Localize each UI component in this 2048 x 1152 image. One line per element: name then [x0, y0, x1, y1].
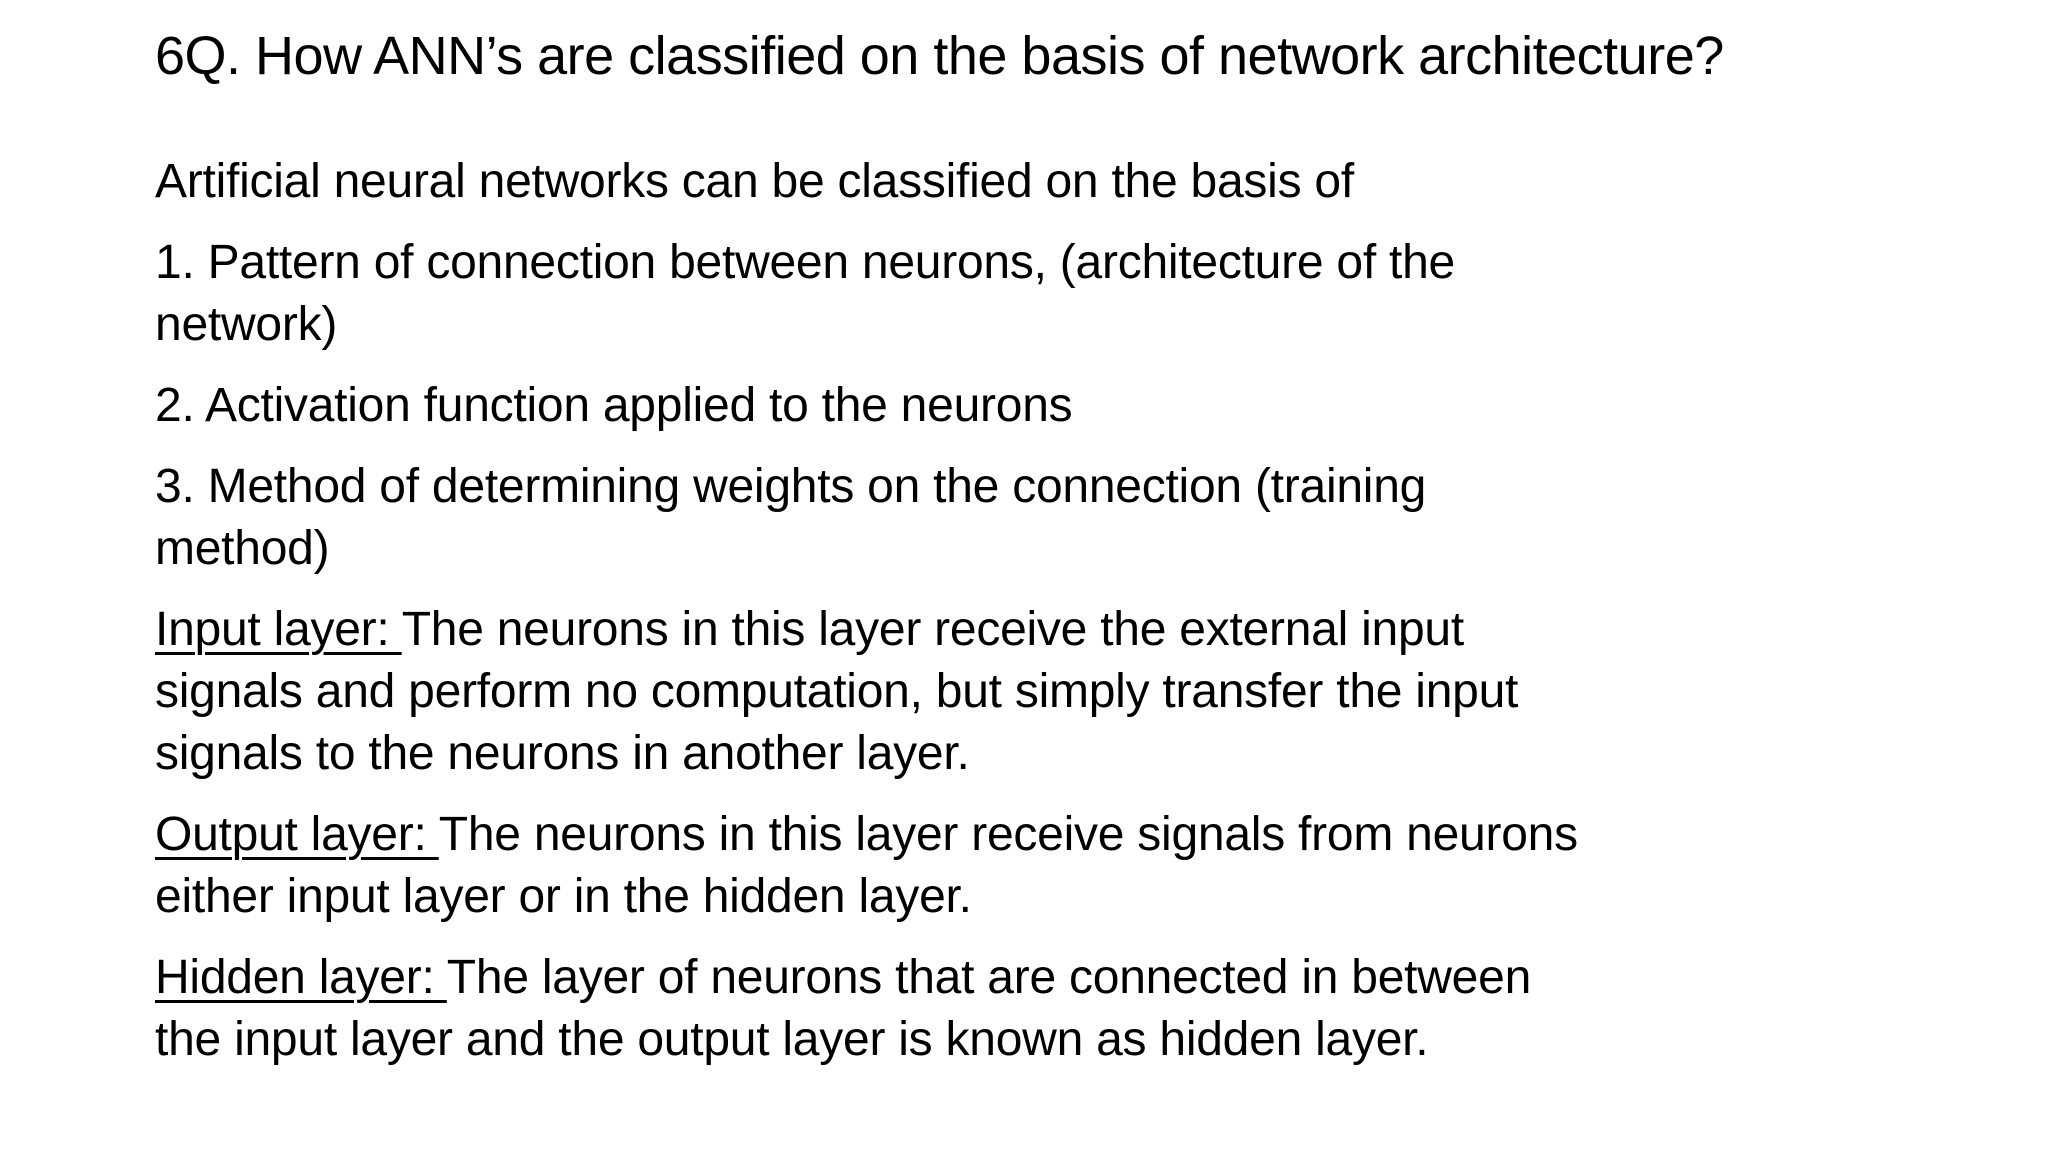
slide-title: 6Q. How ANN’s are classified on the basi… [155, 26, 1724, 86]
paragraph-lead: Output layer: [155, 807, 439, 861]
paragraph-text: The neurons in this layer receive the ex… [155, 602, 1519, 780]
paragraph-text: Artificial neural networks can be classi… [155, 154, 1354, 208]
paragraph-text: 1. Pattern of connection between neurons… [155, 235, 1455, 351]
paragraph-text: The neurons in this layer receive signal… [155, 807, 1578, 923]
list-item-2: 2. Activation function applied to the ne… [155, 375, 1908, 437]
list-item-1: 1. Pattern of connection between neurons… [155, 232, 1908, 356]
paragraph-text: 2. Activation function applied to the ne… [155, 378, 1073, 432]
output-layer-paragraph: Output layer: The neurons in this layer … [155, 804, 1908, 928]
slide-body: Artificial neural networks can be classi… [155, 151, 1908, 1071]
input-layer-paragraph: Input layer: The neurons in this layer r… [155, 599, 1908, 785]
list-item-3: 3. Method of determining weights on the … [155, 456, 1908, 580]
paragraph-text: 3. Method of determining weights on the … [155, 459, 1427, 575]
hidden-layer-paragraph: Hidden layer: The layer of neurons that … [155, 947, 1908, 1071]
paragraph-text: The layer of neurons that are connected … [155, 950, 1532, 1066]
paragraph-lead: Input layer: [155, 602, 402, 656]
intro-paragraph: Artificial neural networks can be classi… [155, 151, 1908, 213]
paragraph-lead: Hidden layer: [155, 950, 447, 1004]
